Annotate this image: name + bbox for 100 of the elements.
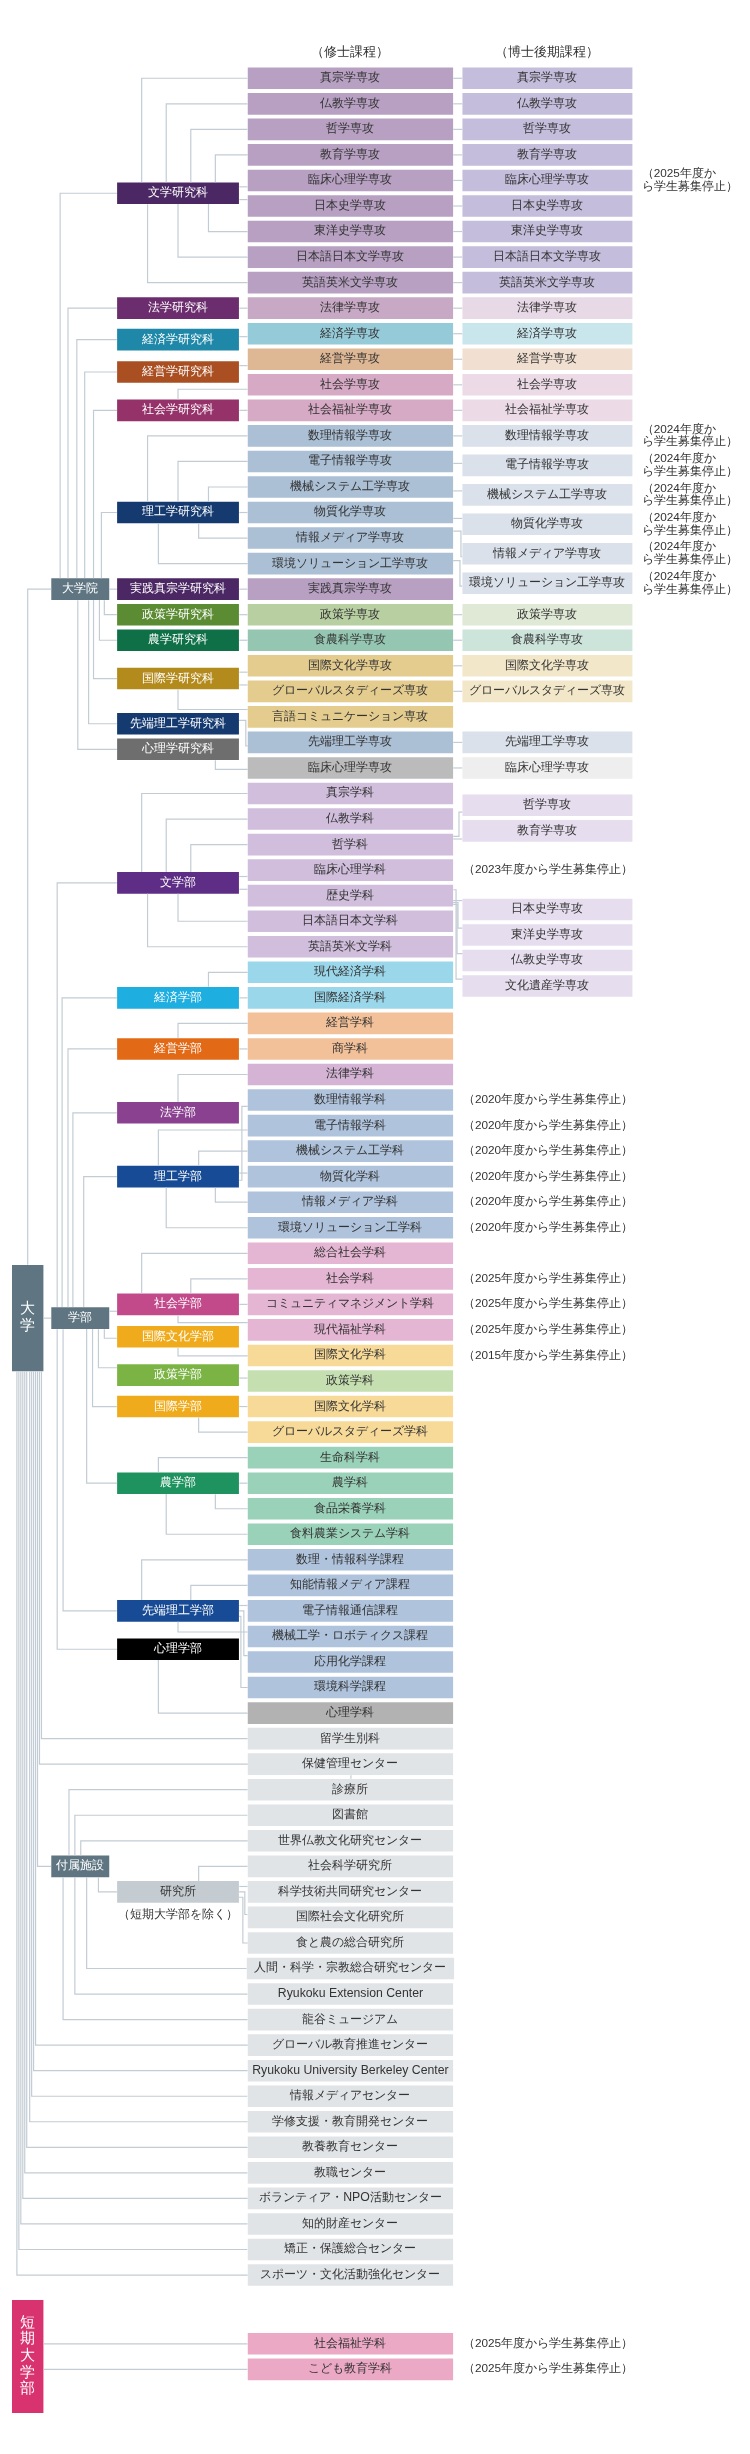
connector [141, 1252, 249, 1294]
node-box: 機械システム工学専攻 [462, 483, 633, 506]
connector [238, 1896, 249, 1944]
node-box: 教育学専攻 [247, 143, 454, 166]
node-box: 臨床心理学専攻 [247, 756, 454, 779]
connector [177, 202, 249, 258]
connector [56, 1328, 118, 1650]
connector [157, 1658, 249, 1714]
node-label: （2020年度から学生募集停止） [462, 1168, 634, 1182]
connector [238, 198, 249, 200]
node-box: 法律学科 [247, 1063, 454, 1085]
connector [452, 256, 463, 258]
connector [190, 1584, 249, 1600]
connector [165, 1186, 249, 1228]
connector [238, 185, 249, 187]
node-box: 東洋史学専攻 [247, 220, 454, 242]
node-box: 日本語日本文学科 [247, 909, 454, 932]
node-box: 心理学研究科 [117, 738, 239, 760]
node-label: （2024年度から学生募集停止） [641, 538, 738, 565]
node-box: 経営学科 [247, 1012, 454, 1034]
node-box: 理工学研究科 [117, 501, 239, 523]
node-box: 文学部 [117, 871, 239, 894]
node-label: （2025年度から学生募集停止） [462, 1321, 634, 1335]
connector [238, 1171, 249, 1174]
node-box: 政策学専攻 [247, 603, 454, 625]
node-box: 臨床心理学専攻 [462, 756, 633, 779]
node-box: 応用化学課程 [247, 1650, 454, 1673]
connector [177, 1346, 249, 1357]
connector [238, 307, 249, 309]
node-box: 総合社会学科 [247, 1242, 454, 1264]
node-box: 法律学専攻 [462, 296, 633, 319]
connector [190, 843, 249, 873]
connector [88, 599, 118, 724]
node-box: 学修支援・教育開発センター [247, 2110, 454, 2133]
node-box: 食と農の総合研究所 [247, 1931, 454, 1954]
node-box: 電子情報学専攻 [247, 450, 454, 472]
node-label: （2023年度から学生募集停止） [462, 861, 634, 875]
node-box: 生命科学科 [247, 1446, 454, 1468]
node-box: 社会学専攻 [247, 373, 454, 396]
connector [177, 1022, 249, 1039]
connector [238, 588, 249, 590]
connector [98, 598, 118, 641]
node-box: 国際学部 [117, 1395, 239, 1417]
node-box: 機械システム工学科 [247, 1139, 454, 1162]
node-box: 英語英米文学科 [247, 935, 454, 958]
connector [452, 434, 463, 436]
node-box: 日本史学専攻 [247, 194, 454, 217]
node-box: 社会福祉学専攻 [462, 399, 633, 421]
node-box: 日本史学専攻 [462, 194, 633, 217]
node-box: 国際文化学科 [247, 1344, 454, 1366]
node-box: 政策学科 [247, 1369, 454, 1392]
node-label: （2024年度から学生募集停止） [641, 421, 738, 447]
connector [141, 77, 249, 183]
node-box: 実践真宗学専攻 [247, 577, 454, 600]
node-box: 教職センター [247, 2161, 454, 2184]
node-box: 環境ソリューション工学専攻 [462, 571, 633, 594]
node-label: （2025年度から学生募集停止） [462, 1270, 634, 1284]
node-box: コミュニティマネジメント学科 [247, 1293, 454, 1315]
connector [214, 153, 249, 183]
node-box: 経済学研究科 [117, 328, 239, 350]
connector [452, 489, 463, 491]
node-box: 歴史学科 [247, 884, 454, 906]
node-box: 数理・情報科学課程 [247, 1548, 454, 1571]
connector [452, 837, 463, 840]
connector [27, 588, 52, 1265]
node-box: 農学研究科 [117, 628, 239, 651]
node-box: 留学生別科 [247, 1727, 454, 1749]
node-box: 真宗学科 [247, 782, 454, 804]
connector [83, 1175, 118, 1308]
node-box: 機械工学・ロボティクス課程 [247, 1625, 454, 1647]
node-box: 研究所 [117, 1880, 239, 1903]
connector [238, 364, 249, 366]
node-box: 政策学研究科 [117, 603, 239, 625]
node-box: 教育学専攻 [462, 819, 633, 842]
node-box: 社会学科 [247, 1267, 454, 1290]
connector [207, 203, 249, 232]
node-label: （2020年度から学生募集停止） [462, 1091, 634, 1105]
connector [62, 1876, 249, 2020]
connector [56, 881, 118, 1307]
node-box: 心理学科 [247, 1701, 454, 1724]
node-box: グローバルスタディーズ専攻 [462, 680, 633, 702]
connector [238, 1604, 249, 1606]
node-box: 臨床心理学科 [247, 858, 454, 881]
connector [238, 1609, 249, 1656]
node-box: 国際文化学科 [247, 1395, 454, 1417]
node-box: 仏教学専攻 [462, 92, 633, 115]
node-box: 矯正・保護総合センター [247, 2238, 454, 2260]
connector [198, 522, 249, 539]
connector [238, 1890, 249, 1915]
node-box: 情報メディア学専攻 [462, 542, 633, 565]
connector [42, 1317, 52, 1319]
node-box: 経営学部 [117, 1037, 239, 1060]
node-box: 理工学部 [117, 1165, 239, 1187]
node-box: 経営学専攻 [462, 347, 633, 370]
node-box: グローバル教育推進センター [247, 2033, 454, 2056]
node-box: 科学技術共同研究センター [247, 1880, 454, 1903]
connector [214, 1493, 249, 1509]
connector [207, 485, 249, 502]
node-box: 農学部 [117, 1471, 239, 1494]
node-box: 実践真宗学研究科 [117, 577, 239, 600]
